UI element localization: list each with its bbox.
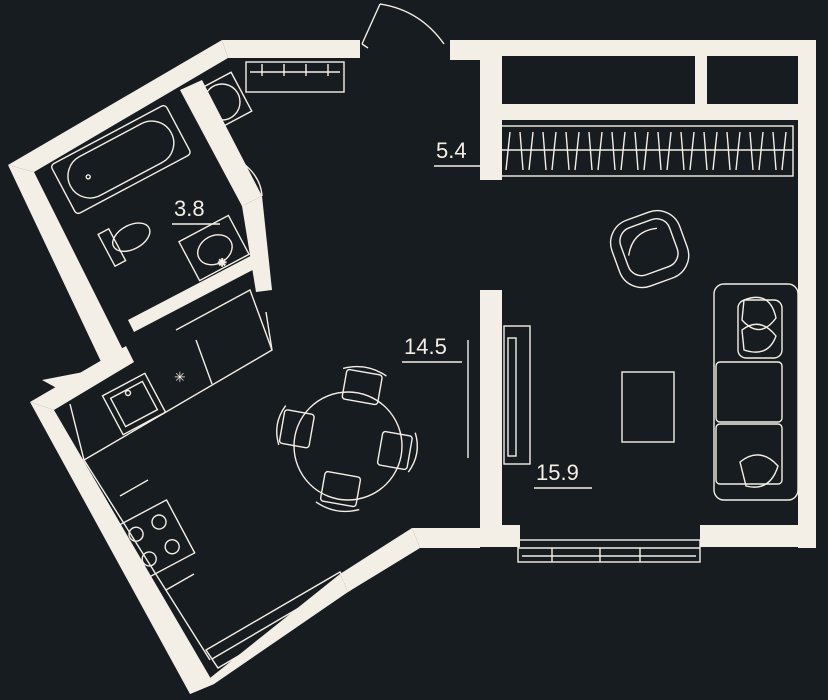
bathroom-fixtures: ✳	[51, 71, 263, 282]
living-window	[517, 539, 701, 563]
entrance-door	[361, 3, 445, 49]
armchair	[609, 209, 690, 289]
svg-text:✳: ✳	[174, 369, 186, 385]
sofa	[713, 283, 799, 501]
tv-unit	[467, 325, 531, 465]
coffee-table	[621, 371, 675, 443]
balcony-glazing	[486, 125, 794, 177]
dining-chair	[341, 365, 387, 406]
svg-text:14.5: 14.5	[404, 334, 447, 359]
dining-chair	[315, 470, 362, 513]
kitchen-counter: ✳	[69, 288, 273, 661]
svg-text:3.8: 3.8	[174, 196, 205, 221]
area-label-living-room: 15.9	[534, 460, 592, 489]
kitchen-window	[205, 571, 351, 669]
area-label-bathroom: 3.8	[172, 196, 220, 225]
area-label-balcony: 5.4	[434, 138, 482, 167]
svg-text:5.4: 5.4	[436, 138, 467, 163]
closet-rail	[245, 61, 345, 93]
walls	[8, 40, 816, 694]
dining-table	[276, 365, 418, 513]
svg-text:✳: ✳	[218, 258, 226, 269]
dining-chair	[376, 430, 418, 473]
svg-text:15.9: 15.9	[536, 460, 579, 485]
dining-chair	[276, 405, 315, 449]
area-label-kitchen-dining: 14.5	[402, 334, 462, 363]
